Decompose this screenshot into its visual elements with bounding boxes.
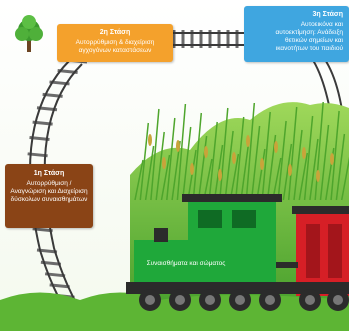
stage-1-box: 1η Στάση Αυτορρύθμιση / Αναγνώριση και Δ… <box>5 164 93 228</box>
stage-2-title: 2η Στάση <box>99 29 131 36</box>
engine-body <box>134 240 276 282</box>
stage-2-box: 2η Στάση Αυτορρύθμιση & διαχείριση αγχογ… <box>57 24 173 62</box>
tree-icon <box>15 15 43 52</box>
engine-label: Συναισθήματα και σώματος <box>146 260 226 267</box>
stage-1-text: Αυτορρύθμιση / Αναγνώριση και Διαχείριση… <box>10 180 88 203</box>
stage-3-box: 3η Στάση Αυτοεικόνα και αυτοεκτίμηση: Αν… <box>244 6 349 62</box>
stage-2-text: Αυτορρύθμιση & διαχείριση αγχογόνων κατα… <box>75 39 155 54</box>
stage-3-text: Αυτοεικόνα και αυτοεκτίμηση: Ανάδειξη θε… <box>275 21 343 52</box>
train-icon <box>126 194 349 311</box>
stage-1-title: 1η Στάση <box>33 170 65 177</box>
stage-3-title: 3η Στάση <box>312 11 344 18</box>
